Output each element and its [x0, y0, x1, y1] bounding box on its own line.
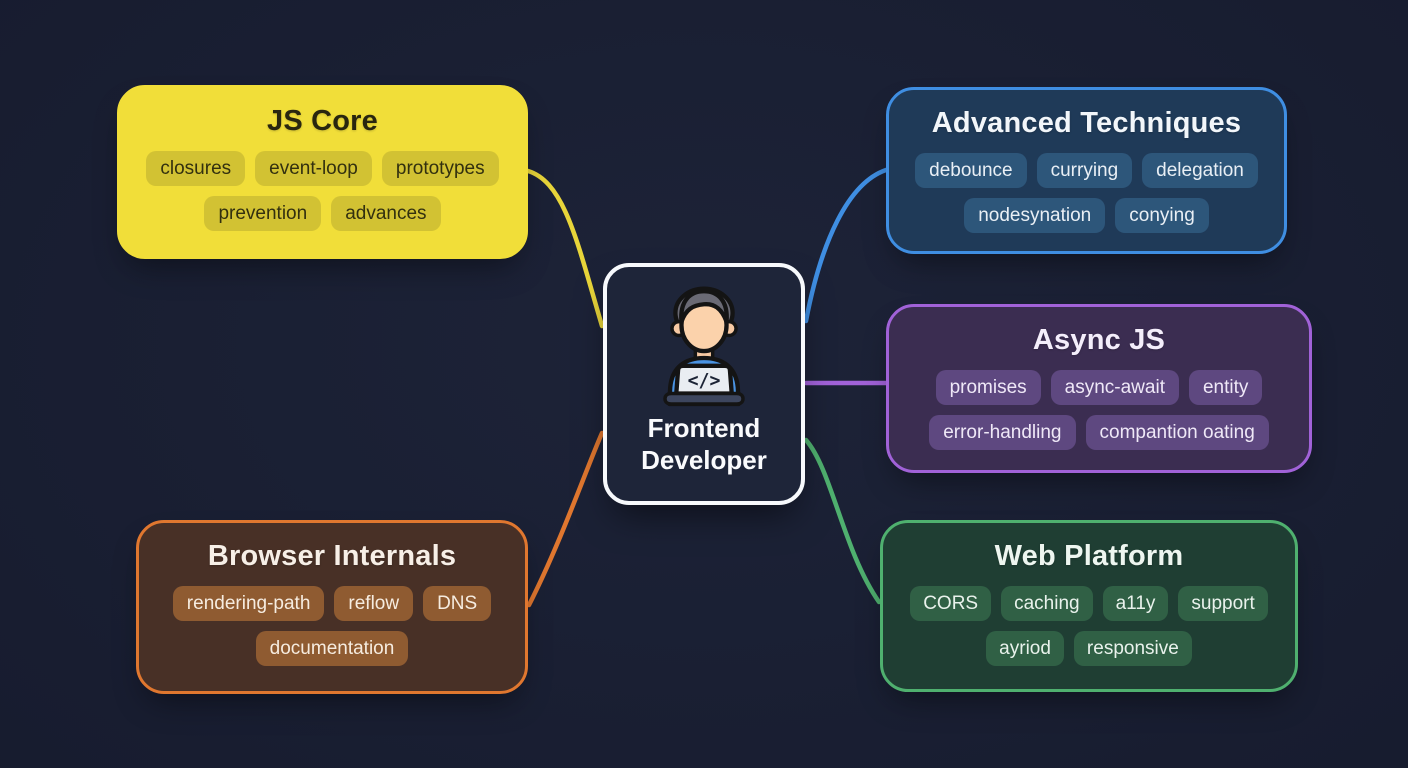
chip-row: promises async-await entity	[935, 370, 1263, 405]
chip-row: closures event-loop prototypes	[146, 151, 499, 186]
chip-advances: advances	[331, 196, 441, 231]
chip-caching: caching	[1001, 586, 1093, 621]
chip-prototypes: prototypes	[381, 151, 499, 186]
center-node-frontend-developer: </> Frontend Developer	[603, 263, 805, 505]
chip-row: prevention advances	[204, 196, 441, 231]
chip-row: CORS caching a11y support	[910, 586, 1268, 621]
branch-title-advanced-techniques: Advanced Techniques	[931, 107, 1242, 139]
chip-dns: DNS	[423, 586, 492, 621]
branch-title-web-platform: Web Platform	[994, 540, 1184, 572]
chip-rendering-path: rendering-path	[172, 586, 325, 621]
chip-promises: promises	[935, 370, 1041, 405]
chip-error-handling: error-handling	[929, 415, 1076, 450]
chip-entity: entity	[1188, 370, 1263, 405]
chip-responsive: responsive	[1073, 631, 1192, 666]
chip-conying: conying	[1115, 198, 1209, 233]
chip-row: ayriod responsive	[986, 631, 1192, 666]
connector-advanced-techniques	[803, 167, 889, 324]
chip-delegation: delegation	[1142, 153, 1258, 188]
connector-js-core	[525, 168, 605, 329]
branch-browser-internals: Browser Internals rendering-path reflow …	[136, 520, 528, 694]
branch-js-core: JS Core closures event-loop prototypes p…	[117, 85, 528, 259]
connector-browser-internals	[526, 430, 605, 608]
connector-web-platform	[803, 437, 882, 605]
chip-cors: CORS	[910, 586, 992, 621]
branch-advanced-techniques: Advanced Techniques debounce currying de…	[886, 87, 1287, 254]
chip-ayriod: ayriod	[986, 631, 1064, 666]
branch-title-browser-internals: Browser Internals	[207, 540, 457, 572]
chip-event-loop: event-loop	[255, 151, 372, 186]
chip-reflow: reflow	[334, 586, 414, 621]
chip-support: support	[1178, 586, 1268, 621]
chip-row: rendering-path reflow DNS	[172, 586, 492, 621]
chip-a11y: a11y	[1102, 586, 1169, 621]
chip-row: nodesynation conying	[964, 198, 1209, 233]
chip-currying: currying	[1036, 153, 1133, 188]
branch-title-js-core: JS Core	[267, 105, 378, 137]
chip-documentation: documentation	[255, 631, 409, 666]
branch-async-js: Async JS promises async-await entity err…	[886, 304, 1312, 473]
chip-closures: closures	[146, 151, 246, 186]
center-title: Frontend Developer	[641, 413, 767, 475]
code-glyph: </>	[688, 371, 721, 392]
chip-nodesynation: nodesynation	[964, 198, 1106, 233]
chip-row: documentation	[255, 631, 409, 666]
chip-prevention: prevention	[204, 196, 322, 231]
branch-title-async-js: Async JS	[1032, 324, 1166, 356]
chip-debounce: debounce	[915, 153, 1027, 188]
chip-async-await: async-await	[1050, 370, 1179, 405]
chip-compantion-oating: compantion oating	[1085, 415, 1269, 450]
branch-web-platform: Web Platform CORS caching a11y support a…	[880, 520, 1298, 692]
chip-row: error-handling compantion oating	[929, 415, 1269, 450]
chip-row: debounce currying delegation	[915, 153, 1258, 188]
developer-at-laptop-icon: </>	[652, 279, 756, 411]
